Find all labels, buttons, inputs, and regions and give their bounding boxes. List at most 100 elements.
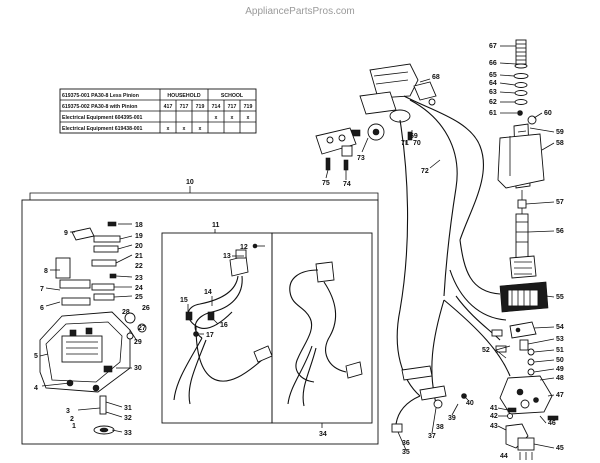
callout-42: 42 [490,413,498,420]
cord-assembly-11 [173,243,273,405]
callout-24: 24 [135,285,143,292]
motor-assembly [497,39,559,460]
callout-32: 32 [124,415,132,422]
callout-36: 36 [402,440,410,447]
callout-33: 33 [124,430,132,437]
table-row-label: Electrical Equipment 604395-001 [62,115,143,121]
callout-17: 17 [206,332,214,339]
callout-25: 25 [135,294,143,301]
callout-50: 50 [556,357,564,364]
callout-labels: 1 2 3 4 5 6 7 8 9 12 13 14 15 16 17 18 1… [34,43,564,460]
callout-21: 21 [135,253,143,260]
watermark: AppliancePartsPros.com [245,6,355,17]
callout-4: 4 [34,385,38,392]
callout-14: 14 [204,289,212,296]
callout-56: 56 [556,228,564,235]
table-header-household: HOUSEHOLD [167,93,200,99]
callout-35: 35 [402,449,410,456]
callout-73: 73 [357,155,365,162]
callout-46: 46 [548,420,556,427]
callout-75: 75 [322,180,330,187]
callout-43: 43 [490,423,498,430]
callout-2: 2 [70,416,74,423]
callout-39: 39 [448,415,456,422]
callout-45: 45 [556,445,564,452]
callout-71: 71 [401,140,409,147]
callout-72: 72 [421,168,429,175]
leader-lines-left [39,223,138,433]
table-cell: x [231,115,234,121]
group-label-11: 11 [212,222,220,229]
callout-31: 31 [124,405,132,412]
group-34-cord-box: 34 [271,232,373,438]
callout-13: 13 [223,253,231,260]
group-label-10: 10 [186,179,194,186]
callout-1: 1 [72,423,76,430]
callout-20: 20 [135,243,143,250]
table-cell: 719 [196,104,205,110]
callout-63: 63 [489,89,497,96]
callout-3: 3 [66,408,70,415]
table-cell: x [167,126,170,132]
table-row-label: Electrical Equipment 619438-001 [62,126,143,132]
callout-27: 27 [138,325,146,332]
callout-70: 70 [413,140,421,147]
table-cell: 719 [244,104,253,110]
callout-44: 44 [500,453,508,460]
callout-64: 64 [489,80,497,87]
callout-48: 48 [556,375,564,382]
callout-29: 29 [134,339,142,346]
callout-9: 9 [64,230,68,237]
callout-5: 5 [34,353,38,360]
callout-61: 61 [489,110,497,117]
callout-18: 18 [135,222,143,229]
callout-30: 30 [134,365,142,372]
wiring-harness [391,95,511,433]
callout-67: 67 [489,43,497,50]
callout-37: 37 [428,433,436,440]
callout-55: 55 [556,294,564,301]
table-row-label: 619375-001 PA30-8 Less Pinion [62,93,139,99]
callout-15: 15 [180,297,188,304]
callout-58: 58 [556,140,564,147]
callout-52: 52 [482,347,490,354]
callout-22: 22 [135,263,143,270]
table-cell: x [183,126,186,132]
table-cell: 717 [180,104,189,110]
callout-54: 54 [556,324,564,331]
table-header-school: SCHOOL [221,93,244,99]
callout-8: 8 [44,268,48,275]
table-row-label: 619375-002 PA30-8 with Pinion [62,104,137,110]
callout-60: 60 [544,110,552,117]
callout-6: 6 [40,305,44,312]
callout-40: 40 [466,400,474,407]
leader-lines-right [325,45,555,451]
callout-26: 26 [142,305,150,312]
callout-68: 68 [432,74,440,81]
callout-38: 38 [436,424,444,431]
group-10-bracket: 10 [21,179,379,445]
table-cell: 714 [212,104,221,110]
callout-41: 41 [490,405,498,412]
compatibility-table: 619375-001 PA30-8 Less Pinion HOUSEHOLD … [59,88,257,134]
table-cell: x [199,126,202,132]
cord-assembly-34 [287,261,363,407]
callout-47: 47 [556,392,564,399]
callout-16: 16 [220,322,228,329]
callout-57: 57 [556,199,564,206]
table-cell: x [247,115,250,121]
callout-65: 65 [489,72,497,79]
group-label-34: 34 [319,431,327,438]
callout-62: 62 [489,99,497,106]
switch-mechanism [315,63,437,171]
callout-51: 51 [556,347,564,354]
callout-28: 28 [122,309,130,316]
base-housing [39,221,147,435]
callout-66: 66 [489,60,497,67]
callout-49: 49 [556,366,564,373]
callout-7: 7 [40,286,44,293]
callout-59: 59 [556,129,564,136]
table-cell: 417 [164,104,173,110]
callout-23: 23 [135,275,143,282]
